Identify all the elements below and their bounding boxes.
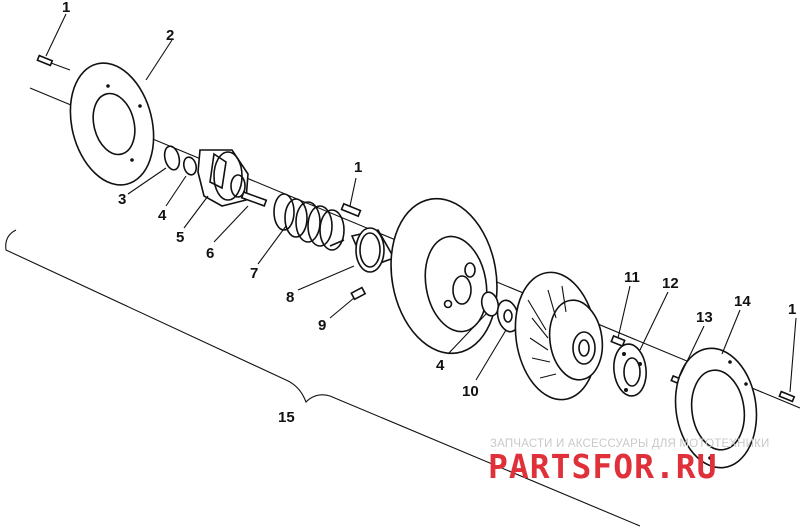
callout-3: 3 [118, 191, 126, 208]
cam-sheave [514, 271, 604, 401]
bushing-part-8 [350, 227, 396, 273]
callout-14: 14 [734, 293, 751, 310]
callout-15: 15 [278, 409, 295, 426]
callout-4b: 4 [436, 357, 445, 374]
bolt-part-1-left [36, 54, 71, 71]
watermark-caption: ЗАПЧАСТИ И АКСЕССУАРЫ ДЛЯ МОТОТЕХНИКИ [490, 438, 770, 450]
pin-part-11 [610, 334, 626, 348]
watermark-brand: PARTSFOR.RU [488, 447, 718, 486]
callout-12: 12 [662, 275, 679, 292]
assembly-brace-15 [5, 229, 641, 527]
bolt-part-9 [350, 286, 367, 301]
callout-4a: 4 [158, 207, 167, 224]
leader-lines [45, 13, 797, 393]
callout-5: 5 [176, 229, 184, 246]
callout-labels: 1 2 3 4 5 6 1 7 8 9 4 10 11 12 13 14 1 1… [62, 0, 796, 426]
callout-13: 13 [696, 309, 713, 326]
washer-part-4-left [182, 156, 198, 176]
bolt-part-1-middle [340, 202, 362, 218]
callout-7: 7 [250, 265, 258, 282]
callout-11: 11 [624, 269, 640, 286]
washer-part-4-right [480, 291, 500, 317]
cam-hub-part-5 [197, 149, 249, 207]
watermark: ЗАПЧАСТИ И АКСЕССУАРЫ ДЛЯ МОТОТЕХНИКИ PA… [488, 438, 770, 486]
cover-plate-part-14 [674, 347, 758, 469]
callout-1a: 1 [62, 0, 70, 16]
bolt-part-1-right [778, 390, 796, 403]
callout-8: 8 [286, 289, 294, 306]
ring-part-3 [163, 145, 181, 171]
sheave-disc [390, 197, 498, 355]
callout-10: 10 [462, 383, 479, 400]
callout-1b: 1 [354, 159, 362, 176]
callout-9: 9 [318, 317, 326, 334]
pin-part-6 [240, 191, 268, 207]
callout-6: 6 [206, 245, 214, 262]
callout-1c: 1 [788, 301, 796, 318]
backing-plate-part-2 [69, 62, 155, 186]
retainer-part-12 [613, 343, 647, 397]
callout-2: 2 [166, 27, 174, 44]
spring-part-7 [273, 193, 345, 251]
